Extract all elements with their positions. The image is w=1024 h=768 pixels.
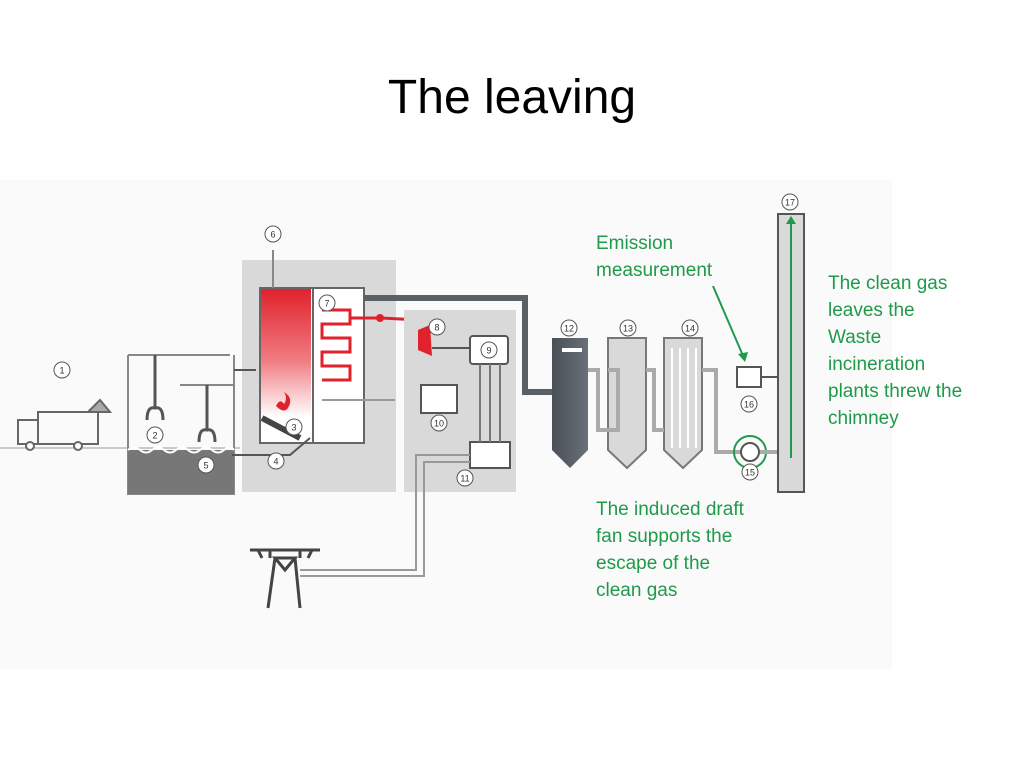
step-label-1: 1: [59, 366, 64, 376]
step-label-6: 6: [270, 230, 275, 240]
step-label-5: 5: [203, 461, 208, 471]
chimney-callout: The clean gas leaves the Waste incinerat…: [828, 273, 963, 429]
condenser-icon: [420, 384, 458, 414]
crane-grab-icon: [145, 355, 217, 443]
step-marker-5: [197, 456, 215, 474]
step-label-4: 4: [273, 457, 278, 467]
step-label-3: 3: [291, 423, 296, 433]
step-marker-14: [681, 319, 699, 337]
waste-bunker: [127, 354, 235, 495]
step-marker-9: [480, 341, 498, 359]
step-label-9: 9: [486, 346, 491, 356]
step-label-14: 14: [685, 324, 695, 334]
induced-draft-fan-icon: [740, 442, 760, 462]
emission-measurement-box: [736, 366, 762, 388]
induced-draft-fan-callout: The induced draft fan supports the escap…: [596, 499, 744, 601]
step-marker-6: [264, 225, 282, 243]
fabric-filter-tank: [663, 337, 703, 470]
step-marker-2: [146, 426, 164, 444]
flame-icon: [276, 392, 291, 411]
garbage-truck-icon: [17, 398, 113, 451]
transformer-icon: [469, 441, 511, 469]
step-marker-15: [741, 463, 759, 481]
turbine-icon: [418, 325, 432, 356]
electrostatic-precipitator: [552, 338, 588, 468]
step-marker-12: [560, 319, 578, 337]
step-marker-1: [53, 361, 71, 379]
page-title: The leaving: [387, 71, 637, 124]
step-marker-4: [267, 452, 285, 470]
step-marker-8: [428, 318, 446, 336]
step-label-12: 12: [564, 324, 574, 334]
step-label-8: 8: [434, 323, 439, 333]
step-label-10: 10: [434, 419, 444, 429]
step-label-7: 7: [324, 299, 329, 309]
emission-pointer: [712, 285, 745, 359]
step-marker-17: [781, 193, 799, 211]
step-marker-10: [430, 414, 448, 432]
step-label-13: 13: [623, 324, 633, 334]
step-label-11: 11: [460, 474, 469, 484]
step-label-17: 17: [785, 198, 795, 208]
emission-measurement-callout: Emission measurement: [596, 233, 713, 281]
step-marker-3: [285, 418, 303, 436]
flue-gas-duct: [364, 295, 556, 395]
step-label-2: 2: [152, 431, 157, 441]
step-marker-16: [740, 395, 758, 413]
step-marker-11: [456, 469, 474, 487]
power-pylon-icon: [250, 548, 320, 609]
step-marker-7: [318, 294, 336, 312]
scrubber-tank: [607, 337, 647, 470]
superheater-coil: [320, 308, 352, 382]
step-marker-13: [619, 319, 637, 337]
step-label-16: 16: [744, 400, 754, 410]
step-label-15: 15: [745, 468, 755, 478]
